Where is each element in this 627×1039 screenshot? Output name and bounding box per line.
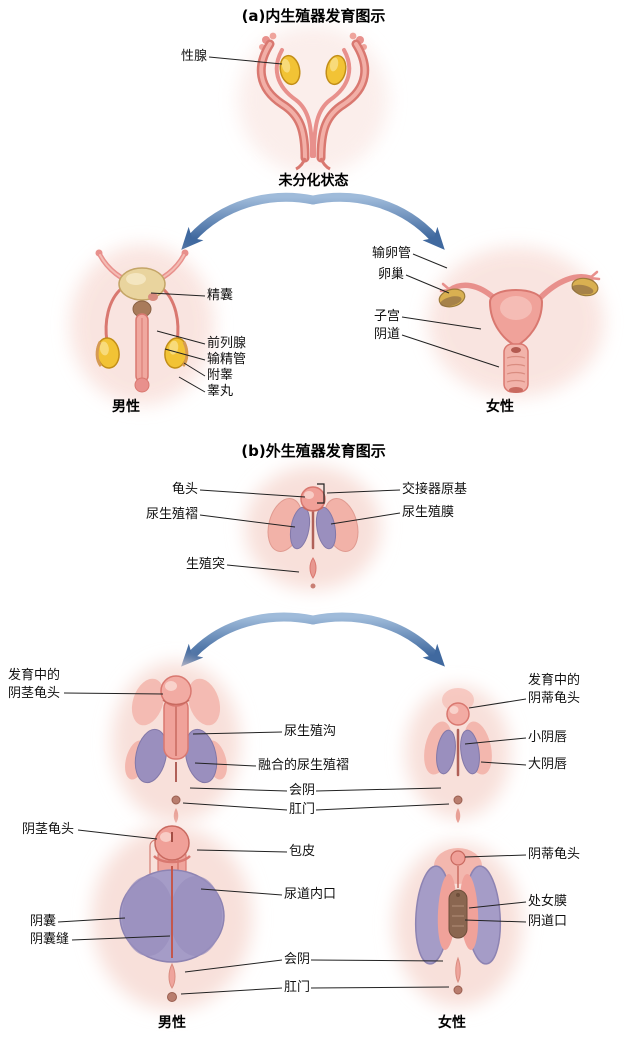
- glans-bracket: [317, 483, 325, 504]
- label-labia-minora: 小阴唇: [528, 730, 568, 745]
- label-undifferentiated-state: 未分化状态: [278, 173, 349, 189]
- developing-clitoral-glans: [446, 702, 470, 726]
- label-penis-glans: 阴茎龟头: [22, 822, 75, 837]
- penis-glans: [154, 825, 190, 861]
- anus-dot: [167, 992, 177, 1002]
- label-foreskin: 包皮: [289, 844, 316, 859]
- label-developing-penis-glans-line2: 阴茎龟头: [8, 686, 61, 701]
- label-perineum-mid: 会阴: [289, 783, 316, 798]
- label-labia-majora: 大阴唇: [528, 757, 568, 772]
- label-vaginal-opening: 阴道口: [528, 914, 568, 929]
- label-fallopian-tube: 输卵管: [372, 246, 412, 261]
- label-developing-penis-glans-line1: 发育中的: [8, 668, 61, 683]
- branching-arrow-a: [181, 192, 445, 250]
- anus-dot: [171, 795, 181, 805]
- section-b-title: (b)外生殖器发育图示: [241, 442, 386, 460]
- ovary-left: [438, 288, 466, 308]
- undifferentiated-external-illustration: [245, 466, 381, 590]
- label-copulatory-organ-primordium: 交接器原基: [402, 482, 468, 497]
- vestibule: [448, 889, 468, 939]
- caption-male-external: 男性: [158, 1015, 186, 1031]
- ovary-right: [571, 277, 599, 297]
- leader-lines: [57, 56, 527, 995]
- label-vagina: 阴道: [374, 327, 401, 342]
- section-a-title: (a)内生殖器发育图示: [241, 7, 386, 25]
- caption-male-internal: 男性: [112, 399, 140, 415]
- label-urethral-opening: 尿道内口: [284, 887, 337, 902]
- clitoral-glans: [450, 850, 466, 866]
- labial-fold-right: [460, 729, 480, 775]
- gonad-left: [279, 54, 301, 86]
- label-developing-clitoral-glans-line2: 阴蒂龟头: [528, 691, 581, 706]
- labial-fold-left: [436, 729, 456, 775]
- developing-female-illustration: [406, 686, 510, 823]
- genital-tubercle-glans: [300, 486, 326, 512]
- label-anus-mid: 肛门: [289, 802, 316, 817]
- branching-arrow-b: [181, 612, 445, 667]
- female-internal-illustration: [428, 247, 604, 397]
- label-ovary: 卵巢: [378, 267, 405, 282]
- label-fused-urogenital-folds: 融合的尿生殖褶: [258, 758, 350, 773]
- caption-female-external: 女性: [438, 1015, 466, 1031]
- label-anus-bottom: 肛门: [284, 980, 311, 995]
- label-testis: 睾丸: [207, 384, 234, 399]
- caudal-tail: [309, 557, 317, 579]
- label-seminal-vesicle: 精囊: [207, 288, 234, 303]
- fallopian-tube-left: [447, 282, 497, 301]
- label-uterus: 子宫: [374, 309, 401, 324]
- anus-dot: [453, 985, 463, 995]
- undifferentiated-internal-illustration: [238, 25, 388, 175]
- label-urogenital-membrane: 尿生殖膜: [402, 505, 455, 520]
- gonad-right: [325, 54, 347, 86]
- label-scrotal-raphe: 阴囊缝: [30, 932, 70, 947]
- label-developing-clitoral-glans-line1: 发育中的: [528, 673, 581, 688]
- label-glans: 龟头: [172, 482, 199, 497]
- label-urogenital-fold: 尿生殖褶: [146, 507, 199, 522]
- bladder: [118, 267, 166, 301]
- label-genital-tubercle: 生殖突: [186, 557, 226, 572]
- scrotal-fold-left: [134, 728, 168, 784]
- seminal-vesicle: [148, 293, 158, 301]
- label-vas-deferens: 输精管: [207, 352, 247, 367]
- male-internal-illustration: [70, 245, 214, 405]
- label-urogenital-groove: 尿生殖沟: [284, 724, 337, 739]
- label-gonad: 性腺: [181, 49, 208, 64]
- label-clitoral-glans: 阴蒂龟头: [528, 847, 581, 862]
- label-scrotum: 阴囊: [30, 914, 57, 929]
- label-prostate: 前列腺: [207, 336, 247, 351]
- foreskin-edge: [153, 855, 191, 864]
- label-perineum-bottom: 会阴: [284, 952, 311, 967]
- adult-male-illustration: [92, 825, 252, 1010]
- fallopian-tube-right: [537, 274, 593, 301]
- adult-female-illustration: [394, 843, 522, 1007]
- epididymis-left: [95, 341, 103, 367]
- label-hymen: 处女膜: [528, 894, 568, 909]
- label-epididymis: 附睾: [207, 368, 234, 383]
- caption-female-internal: 女性: [486, 399, 514, 415]
- scrotal-fold-right: [184, 728, 218, 784]
- developing-male-illustration: [112, 662, 240, 823]
- anus-dot: [453, 795, 463, 805]
